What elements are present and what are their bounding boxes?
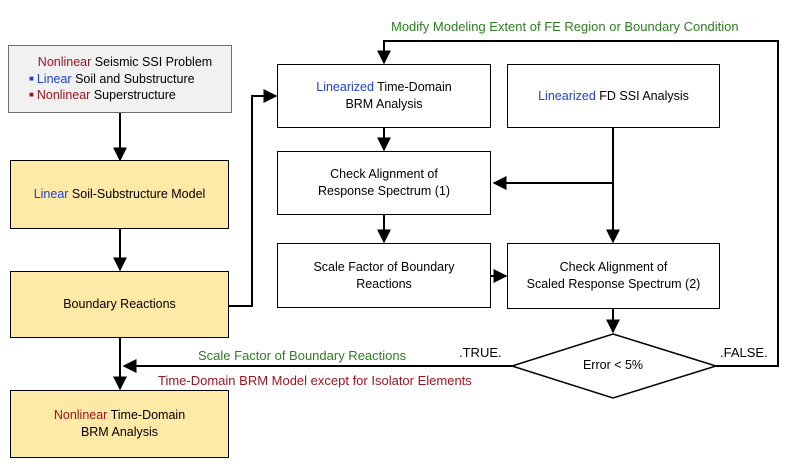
fd-ssi-box: Linearized FD SSI Analysis (507, 64, 720, 128)
arrow-reactions-to-brm (229, 89, 278, 307)
decision-diamond (509, 333, 719, 399)
scale-reactions-label: Scale Factor of Boundary Reactions (198, 348, 407, 363)
check-alignment-1-box: Check Alignment of Response Spectrum (1) (277, 151, 491, 215)
final-analysis-box: Nonlinear Time-Domain BRM Analysis (10, 390, 229, 458)
problem-title: Nonlinear Seismic SSI Problem (37, 54, 213, 69)
scale-factor-box: Scale Factor of Boundary Reactions (277, 243, 491, 308)
true-label: .TRUE. (459, 345, 502, 360)
soil-model-box: Linear Soil-Substructure Model (10, 160, 229, 229)
brm-analysis-box: Linearized Time-Domain BRM Analysis (277, 64, 491, 128)
boundary-reactions-box: Boundary Reactions (10, 271, 229, 338)
square-bullet-icon: ■ (29, 73, 34, 83)
arrow-false-loop (377, 40, 779, 367)
square-bullet-icon: ■ (29, 90, 34, 100)
problem-line-nonlinear: ■Nonlinear Superstructure (29, 88, 176, 103)
false-label: .FALSE. (720, 345, 768, 360)
problem-box: Nonlinear Seismic SSI Problem ■Linear So… (8, 45, 232, 113)
problem-line-linear: ■Linear Soil and Substructure (29, 71, 195, 86)
modify-extent-label: Modify Modeling Extent of FE Region or B… (391, 19, 739, 34)
check-alignment-2-box: Check Alignment of Scaled Response Spect… (507, 243, 720, 309)
decision-label: Error < 5% (582, 358, 644, 372)
brm-except-isolator-label: Time-Domain BRM Model except for Isolato… (158, 373, 472, 388)
